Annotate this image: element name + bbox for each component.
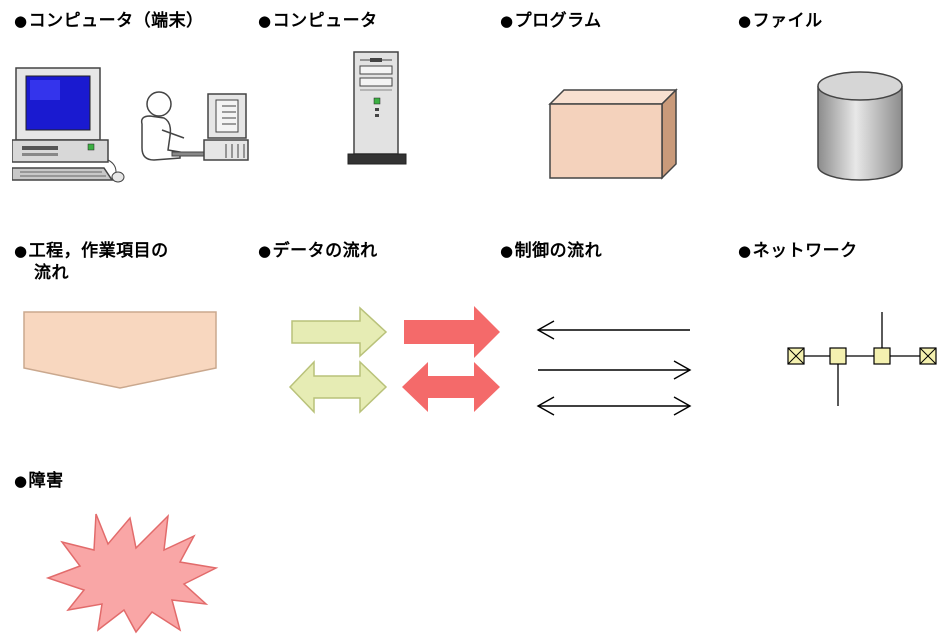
legend-label-file: ●ファイル [738,11,823,31]
data-flow-arrows-icon [288,306,500,414]
database-cylinder-icon [817,71,903,181]
legend-label-fault: ●障害 [14,471,64,491]
legend-label-terminal: ●コンピュータ（端末） [14,11,204,31]
box-icon [548,88,678,180]
server-tower-icon [347,51,407,165]
legend-label-program: ●プログラム [500,11,602,31]
process-pentagon-icon [23,311,217,389]
control-flow-arrows-icon [536,320,692,416]
legend-label-process: ●工程，作業項目の 流れ [14,241,169,283]
legend-label-control-flow: ●制御の流れ [500,241,603,261]
network-icon [787,312,937,406]
legend-label-computer: ●コンピュータ [258,11,378,31]
fault-burst-icon [45,513,219,634]
legend-label-data-flow: ●データの流れ [258,241,378,261]
computer-terminal-icon [12,67,249,183]
legend-label-network: ●ネットワーク [738,241,858,261]
